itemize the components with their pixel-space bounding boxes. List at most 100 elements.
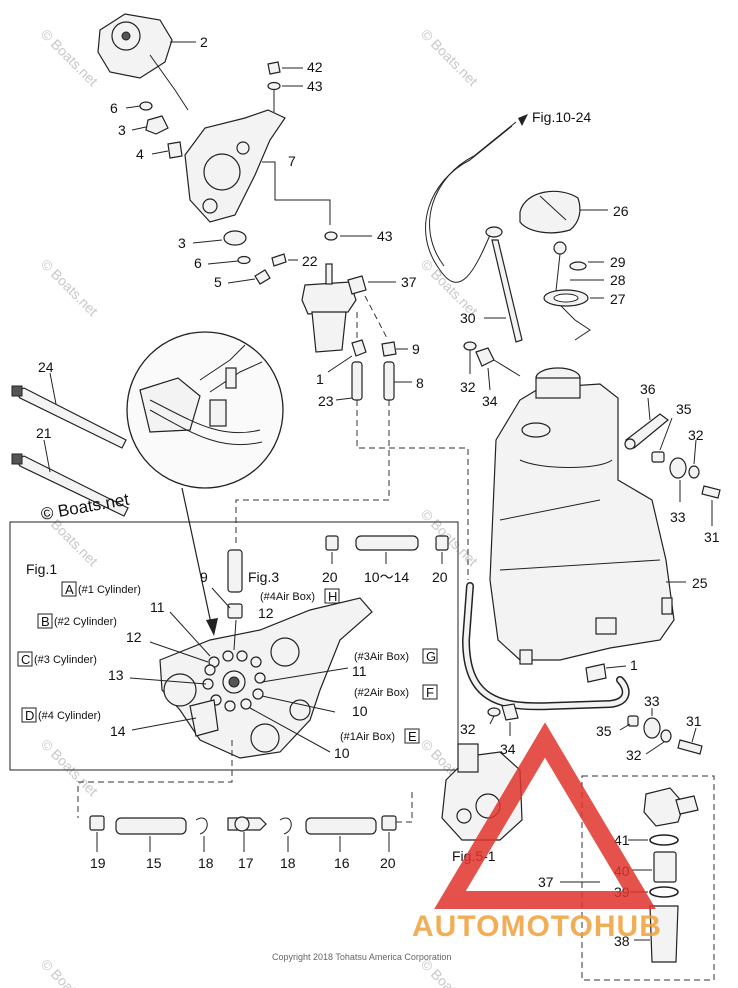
hose-joint-20: [381, 815, 397, 831]
manifold-hole: [270, 637, 300, 667]
cap-rib: [539, 195, 567, 221]
airbox-label: (#1Air Box): [340, 731, 395, 743]
fig1-panel: Fig.1 © Boats.net A (#1 Cylinder) B (#2 …: [9, 490, 459, 771]
part-label-17: 17: [238, 855, 254, 871]
part-label-31: 31: [686, 713, 702, 729]
screw-part: [254, 269, 271, 285]
cylinder-box-c: [17, 651, 33, 667]
leader-line: [327, 355, 353, 373]
hose-clip-18: [195, 817, 208, 835]
collar-35: [627, 715, 639, 727]
cable-tie-head: [11, 453, 23, 465]
watermark: © Boats.net: [38, 736, 101, 799]
leader-line: [151, 150, 169, 155]
part-label-7: 7: [288, 153, 296, 169]
part-label-25: 25: [692, 575, 708, 591]
washer-part: [463, 341, 477, 351]
fig10-24-ref: Fig.10-24: [532, 109, 591, 125]
routing-dash: [364, 295, 389, 341]
part-label-32: 32: [688, 427, 704, 443]
manifold-hole: [163, 673, 197, 707]
part-label-27: 27: [610, 291, 626, 307]
fuel-hose-10-14: [355, 535, 419, 551]
hose-joint-20: [325, 535, 339, 551]
filter-outlet: [347, 275, 367, 295]
leader-line: [605, 665, 627, 669]
cylinder-label: (#4 Cylinder): [38, 710, 101, 722]
inset-filter-head: [643, 787, 685, 827]
airbox-box-h: [324, 588, 340, 604]
nut-part: [475, 347, 495, 367]
part-label-41: 41: [614, 832, 630, 848]
airbox-label: (#3Air Box): [354, 651, 409, 663]
tether-ring: [553, 241, 567, 255]
manifold-hole: [250, 723, 280, 753]
cable-tie-24: [15, 387, 127, 449]
o-ring-41: [649, 834, 679, 846]
screw-part: [271, 253, 287, 267]
copyright-text: Copyright 2018 Tohatsu America Corporati…: [272, 952, 451, 962]
gauge-head: [485, 226, 503, 238]
grommet-33: [669, 457, 687, 479]
tank-contour: [519, 459, 613, 468]
part-label-6: 6: [194, 255, 202, 271]
leader-line: [647, 397, 651, 421]
airbox-box-f: [422, 684, 438, 700]
detail-tie: [225, 367, 237, 389]
leader-line: [207, 260, 239, 265]
inset-outlet: [675, 795, 699, 815]
tether-strap: [554, 253, 591, 341]
part-label-33: 33: [670, 509, 686, 525]
part-label-29: 29: [610, 254, 626, 270]
leader-line: [233, 619, 237, 651]
grommet-part: [145, 115, 169, 135]
cable-tie-21: [15, 455, 129, 517]
part-label-43: 43: [377, 228, 393, 244]
leader-line: [645, 741, 665, 755]
detail-hose: [199, 344, 246, 381]
detail-pump: [139, 377, 201, 433]
part-label-37: 37: [401, 274, 417, 290]
part-label-36: 36: [640, 381, 656, 397]
tank-contour: [499, 559, 661, 571]
cylinder-box-letter: A: [65, 582, 74, 597]
grommet-33: [643, 717, 661, 739]
part-label-3: 3: [178, 235, 186, 251]
part-label-24: 24: [38, 359, 54, 375]
leader-line: [169, 611, 211, 657]
leader-line: [149, 641, 209, 663]
filter-head: [301, 281, 357, 315]
inset-border: [581, 775, 715, 981]
airbox-box-letter: E: [408, 729, 417, 744]
pump-stud: [149, 54, 189, 111]
part-label-20: 20: [380, 855, 396, 871]
leader-line: [619, 723, 631, 731]
o-ring-39: [649, 886, 679, 898]
leader-line: [43, 439, 51, 473]
part-label-35: 35: [676, 401, 692, 417]
leader-line: [125, 105, 141, 109]
part-label-13: 13: [108, 667, 124, 683]
bracket-hole-small: [202, 198, 218, 214]
hose-clip-part: [351, 339, 367, 357]
leader-line: [693, 439, 697, 465]
leader-line: [493, 359, 521, 377]
part-label-26: 26: [613, 203, 629, 219]
cylinder-box-d: [21, 707, 37, 723]
part-label-11: 11: [150, 599, 165, 615]
part-label-4: 4: [136, 146, 144, 162]
airbox-box-letter: F: [426, 685, 434, 700]
part-label-32: 32: [460, 721, 476, 737]
cylinder-box-letter: B: [41, 614, 50, 629]
manifold-clamp: [189, 699, 219, 737]
watermark: © Boats.net: [418, 26, 481, 89]
detail-circle: [126, 331, 284, 489]
fuel-hose-16: [305, 817, 377, 835]
washer-32: [688, 465, 700, 479]
detail-hose: [149, 409, 263, 446]
washer-part: [267, 81, 281, 91]
detail-callout: [126, 331, 284, 636]
grommet-part: [223, 230, 247, 246]
detail-hose: [149, 399, 261, 434]
collar-35: [651, 451, 665, 463]
